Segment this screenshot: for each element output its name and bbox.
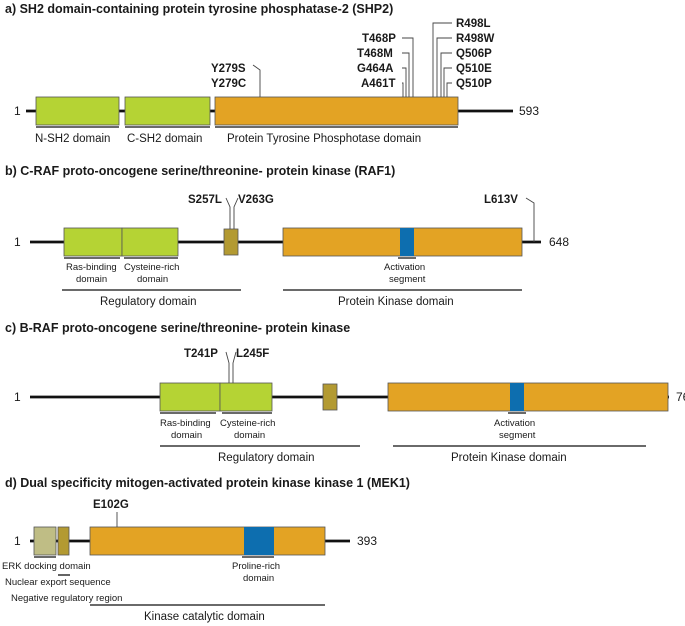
shp2-mutation-r498l: R498L [456,18,491,30]
shp2-mutation-g464a: G464A [357,63,393,75]
raf1-activation-label-2: segment [389,274,426,285]
braf-cr2-box [322,383,338,411]
shp2-mutation-a461t: A461T [361,78,396,90]
panel-a-shp2: a) SH2 domain-containing protein tyrosin… [5,2,539,145]
raf1-mutation-v263g: V263G [238,194,274,206]
raf1-start-number: 1 [14,235,21,249]
shp2-mutation-y279c: Y279C [211,78,246,90]
shp2-mutation-q510e: Q510E [456,63,492,75]
raf1-ras-binding-box [63,227,123,257]
shp2-leader-r498w [436,37,452,97]
raf1-cysteine-rich-box [121,227,179,257]
shp2-nsh2-domain-box [35,96,120,126]
braf-ras-binding-label-1: Ras-binding [160,418,211,429]
braf-activation-segment-box [510,383,524,411]
shp2-mutation-t468m: T468M [357,48,393,60]
braf-end-number: 765 [676,390,685,404]
shp2-leader-q510e [443,67,452,97]
mek1-end-number: 393 [357,534,377,548]
raf1-ras-binding-label-1: Ras-binding [66,262,117,273]
panel-d-mek1: d) Dual specificity mitogen-activated pr… [2,476,410,623]
shp2-csh2-domain-box [124,96,211,126]
mek1-nes-label: Nuclear export sequence [5,577,111,588]
braf-cysteine-rich-box [219,382,273,412]
shp2-leader-r498l [432,22,452,97]
panel-d-title: d) Dual specificity mitogen-activated pr… [5,476,410,490]
shp2-leader-t468m [402,52,410,97]
braf-cysteine-rich-label-2: domain [234,430,265,441]
shp2-end-number: 593 [519,104,539,118]
mek1-proline-rich-box [244,527,274,555]
shp2-ptp-label: Protein Tyrosine Phosphotase domain [227,133,421,145]
shp2-mutation-q510p: Q510P [456,78,492,90]
raf1-leader-v263g [233,197,239,229]
mek1-proline-rich-label-2: domain [243,573,274,584]
raf1-leader-l613v [525,197,535,242]
shp2-mutation-q506p: Q506P [456,48,492,60]
shp2-leader-t468p [402,37,414,97]
raf1-mutation-l613v: L613V [484,194,518,206]
mek1-erk-docking-box [33,526,57,556]
braf-start-number: 1 [14,390,21,404]
mek1-kinase-domain-box [89,526,326,556]
raf1-kinase-label: Protein Kinase domain [338,296,454,308]
panel-a-title: a) SH2 domain-containing protein tyrosin… [5,2,393,16]
braf-cysteine-rich-label-1: Cysteine-rich [220,418,275,429]
braf-ras-binding-box [159,382,221,412]
raf1-end-number: 648 [549,235,569,249]
mek1-erk-label: ERK docking domain [2,561,91,572]
braf-leader-l245f [232,351,237,383]
braf-regulatory-label: Regulatory domain [218,452,315,464]
shp2-csh2-label: C-SH2 domain [127,133,202,145]
raf1-cr2-box [223,228,239,256]
braf-mutation-t241p: T241P [184,348,218,360]
braf-leader-t241p [225,351,230,383]
shp2-ptp-domain-box [214,96,459,126]
mek1-proline-rich-label-1: Proline-rich [232,561,280,572]
raf1-mutation-s257l: S257L [188,194,222,206]
mek1-mutation-e102g: E102G [93,499,129,511]
panel-b-title: b) C-RAF proto-oncogene serine/threonine… [5,164,395,178]
raf1-activation-segment-box [400,228,414,256]
raf1-activation-label-1: Activation [384,262,425,273]
shp2-nsh2-label: N-SH2 domain [35,133,110,145]
braf-ras-binding-label-2: domain [171,430,202,441]
braf-kinase-label: Protein Kinase domain [451,452,567,464]
panel-c-title: c) B-RAF proto-oncogene serine/threonine… [5,321,350,335]
braf-mutation-l245f: L245F [236,348,269,360]
shp2-start-number: 1 [14,104,21,118]
mek1-start-number: 1 [14,534,21,548]
raf1-cysteine-rich-label-1: Cysteine-rich [124,262,179,273]
shp2-mutation-r498w: R498W [456,33,494,45]
shp2-leader-q510p [446,82,452,97]
shp2-mutation-t468p: T468P [362,33,396,45]
panel-b-raf1: b) C-RAF proto-oncogene serine/threonine… [5,164,569,308]
shp2-leader-q506p [440,52,452,97]
raf1-cysteine-rich-label-2: domain [137,274,168,285]
raf1-leader-s257l [225,197,231,229]
shp2-leader-y279 [252,64,261,97]
mek1-nrr-label: Negative regulatory region [11,593,122,604]
mek1-catalytic-label: Kinase catalytic domain [144,611,265,623]
shp2-leader-g464a [402,67,407,97]
braf-activation-label-2: segment [499,430,536,441]
raf1-regulatory-label: Regulatory domain [100,296,197,308]
raf1-ras-binding-label-2: domain [76,274,107,285]
mek1-nes-box [57,526,70,556]
braf-activation-label-1: Activation [494,418,535,429]
shp2-mutation-y279s: Y279S [211,63,246,75]
panel-c-braf: c) B-RAF proto-oncogene serine/threonine… [5,321,685,464]
shp2-leader-a461t [402,82,404,97]
braf-kinase-domain-box [387,382,669,412]
